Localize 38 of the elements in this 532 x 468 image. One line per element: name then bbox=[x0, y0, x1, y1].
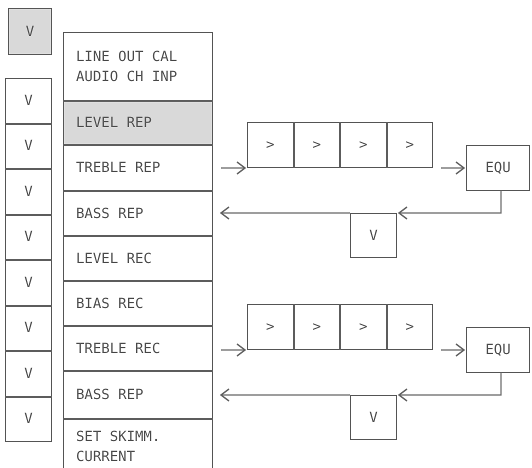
key-button: V bbox=[350, 395, 397, 440]
step-box: > bbox=[294, 122, 340, 168]
step-box: > bbox=[247, 122, 294, 168]
menu-item: TREBLE REC bbox=[63, 326, 213, 371]
step-box: > bbox=[340, 122, 386, 168]
key-button: V bbox=[350, 213, 397, 258]
step-box: > bbox=[340, 304, 386, 350]
arrow bbox=[221, 343, 246, 357]
key-button: V bbox=[5, 396, 52, 442]
step-box: > bbox=[294, 304, 340, 350]
step-box: > bbox=[386, 122, 433, 168]
step-box: > bbox=[247, 304, 294, 350]
arrow bbox=[220, 206, 350, 220]
key-button: V bbox=[5, 214, 52, 260]
key-button: V bbox=[5, 306, 52, 351]
menu-item: SET SKIMM. CURRENT bbox=[63, 419, 213, 468]
arrow bbox=[398, 373, 502, 402]
step-box: > bbox=[386, 304, 433, 350]
arrow bbox=[220, 388, 350, 402]
arrow bbox=[441, 161, 465, 175]
key-button: V bbox=[5, 351, 52, 396]
menu-item: BASS REP bbox=[63, 371, 213, 419]
key-button: V bbox=[5, 169, 52, 214]
key-button: V bbox=[8, 8, 52, 55]
arrow bbox=[398, 191, 502, 220]
equalizer-box: EQU bbox=[466, 327, 530, 373]
arrow bbox=[221, 161, 246, 175]
menu-item: BIAS REC bbox=[63, 281, 213, 326]
key-button: V bbox=[5, 124, 52, 169]
menu-item: BASS REP bbox=[63, 191, 213, 236]
key-button: V bbox=[5, 78, 52, 124]
menu-item: LEVEL REP bbox=[63, 101, 213, 145]
key-button: V bbox=[5, 260, 52, 306]
menu-item: LEVEL REC bbox=[63, 236, 213, 281]
equalizer-box: EQU bbox=[466, 145, 530, 191]
menu-item: LINE OUT CAL AUDIO CH INP bbox=[63, 32, 213, 101]
menu-item: TREBLE REP bbox=[63, 145, 213, 191]
arrow bbox=[441, 343, 465, 357]
